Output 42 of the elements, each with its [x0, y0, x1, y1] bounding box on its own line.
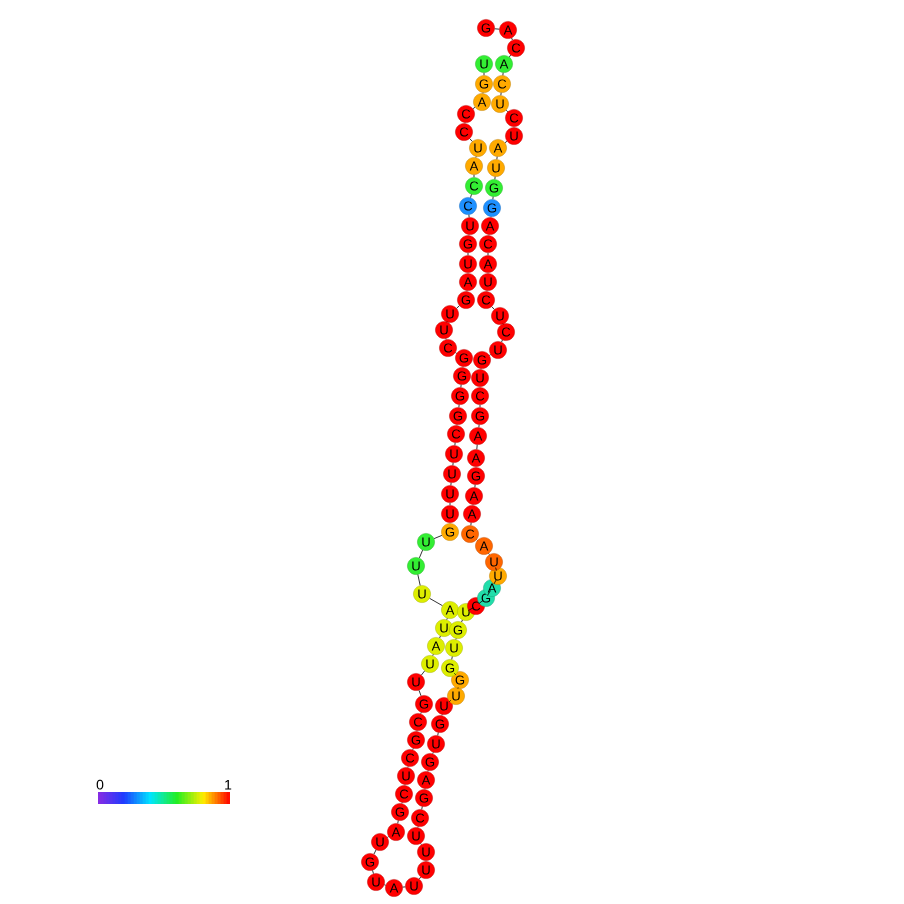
backbone-line [502, 72, 504, 76]
backbone-line [491, 306, 495, 310]
backbone-line [500, 92, 502, 96]
backbone-line [451, 656, 453, 660]
backbone-line [429, 597, 443, 607]
backbone-line [487, 590, 491, 596]
backbone-line [418, 689, 422, 697]
backbone-line [470, 522, 472, 526]
backbone-line [495, 567, 497, 571]
backbone-line [421, 806, 423, 810]
backbone-line [433, 535, 443, 539]
backbone-line [474, 484, 476, 488]
backbone-line [479, 404, 481, 408]
backbone-line [450, 482, 452, 486]
backbone-line [492, 196, 494, 200]
backbone-line [473, 174, 475, 178]
backbone-line [478, 600, 484, 604]
backbone-line [454, 442, 456, 446]
backbone-line [493, 579, 497, 585]
backbone-line [467, 252, 469, 256]
backbone-line [373, 849, 377, 855]
backbone-line [419, 549, 423, 559]
backbone-line [476, 444, 478, 450]
backbone-line [487, 252, 489, 256]
backbone-line [421, 670, 425, 676]
backbone-line [456, 305, 460, 309]
backbone-line [449, 502, 451, 506]
backbone-line [397, 820, 399, 824]
backbone-line [478, 424, 480, 428]
backbone-line [483, 72, 485, 76]
backbone-line [494, 28, 500, 30]
backbone-line [494, 176, 496, 180]
backbone-line [437, 732, 439, 736]
backbone-line [417, 574, 421, 586]
backbone-line [458, 404, 460, 408]
backbone-line [469, 138, 473, 142]
backbone-line [468, 607, 474, 611]
backbone-line [402, 886, 406, 888]
backbone-line [452, 462, 454, 466]
backbone-line [460, 384, 462, 388]
backbone-line [468, 214, 470, 218]
backbone-line [496, 156, 498, 160]
